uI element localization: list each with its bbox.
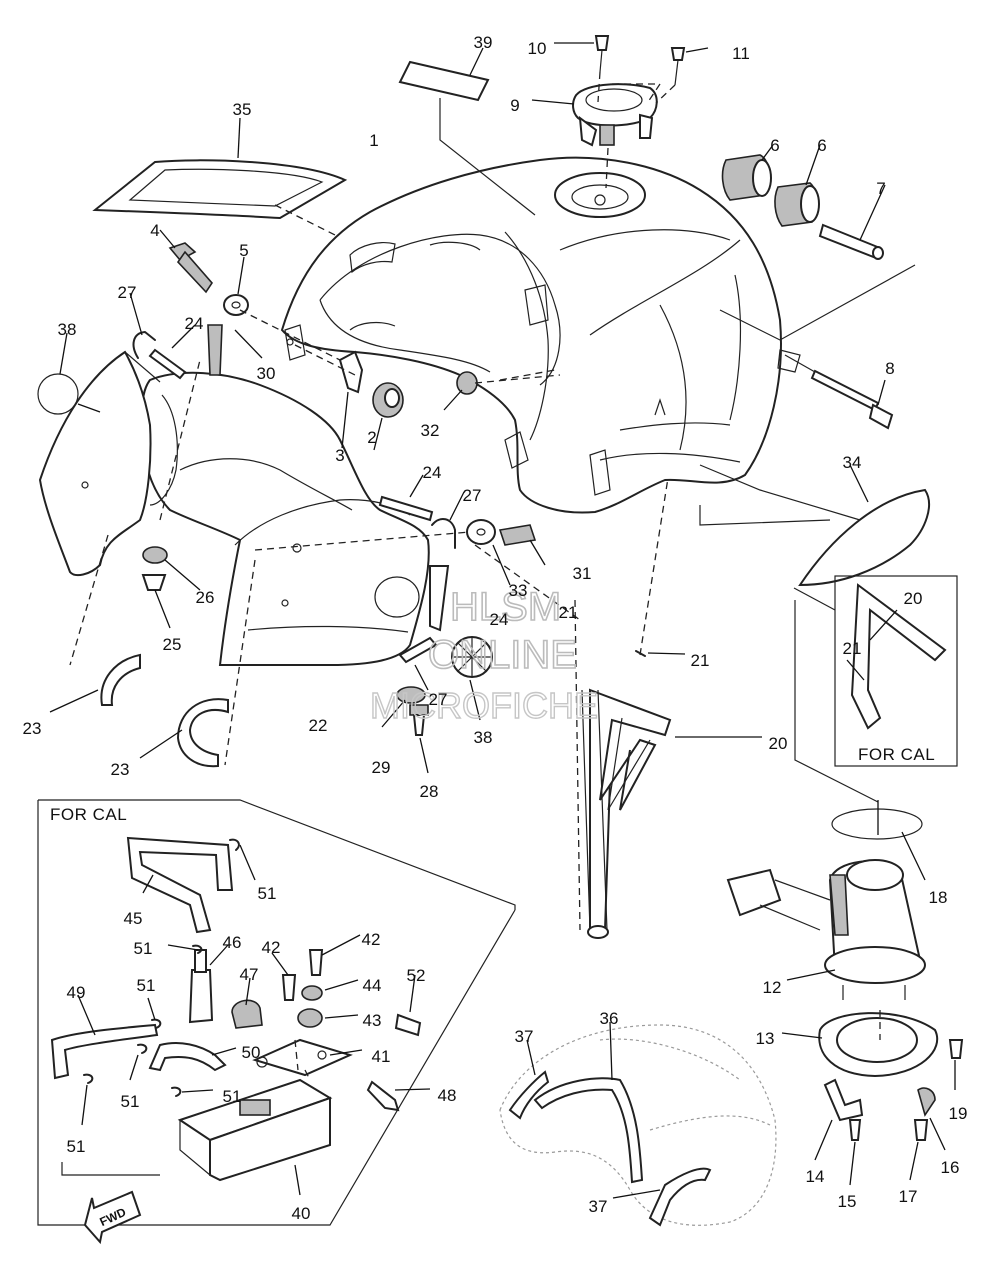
breather-hoses-20 (574, 477, 762, 939)
callout-27: 27 (118, 283, 137, 302)
watermark-line-3: MICROFICHE (370, 685, 598, 726)
callout-13: 13 (756, 1029, 775, 1048)
clamps-23 (49, 534, 256, 768)
callout-51: 51 (137, 976, 156, 995)
callout-20: 20 (769, 734, 788, 753)
decal-39 (398, 47, 536, 216)
callout-29: 29 (372, 758, 391, 777)
callout-19: 19 (949, 1104, 968, 1123)
callout-24: 24 (185, 314, 204, 333)
callout-27: 27 (463, 486, 482, 505)
callout-38: 38 (58, 320, 77, 339)
callout-51: 51 (258, 884, 277, 903)
watermark-line-1: HLSM (450, 585, 561, 629)
callout-21: 21 (691, 651, 710, 670)
callout-21: 21 (559, 603, 578, 622)
callout-18: 18 (929, 888, 948, 907)
callout-24: 24 (423, 463, 442, 482)
callout-7: 7 (876, 179, 885, 198)
callout-46: 46 (223, 933, 242, 952)
for-cal-label-top: FOR CAL (858, 745, 935, 764)
callout-16: 16 (941, 1158, 960, 1177)
callout-31: 31 (573, 564, 592, 583)
small-hardware-left (129, 229, 561, 451)
callout-39: 39 (474, 33, 493, 52)
callout-23: 23 (111, 760, 130, 779)
decal-34 (699, 464, 930, 587)
callout-51: 51 (134, 939, 153, 958)
left-side-cover (140, 371, 430, 666)
callout-32: 32 (421, 421, 440, 440)
callout-49: 49 (67, 983, 86, 1002)
callout-20: 20 (904, 589, 923, 608)
small-hardware-mid (141, 359, 581, 774)
callout-38: 38 (474, 728, 493, 747)
callout-3: 3 (335, 446, 344, 465)
callout-33: 33 (509, 581, 528, 600)
left-front-panel (38, 350, 161, 577)
callout-1: 1 (369, 131, 378, 150)
fuel-pump-assembly (726, 800, 964, 1186)
callout-6: 6 (817, 136, 826, 155)
callout-51: 51 (223, 1087, 242, 1106)
callout-4: 4 (150, 221, 159, 240)
callout-30: 30 (257, 364, 276, 383)
callout-37: 37 (589, 1197, 608, 1216)
callout-21: 21 (843, 639, 862, 658)
for-cal-canister-box (37, 799, 516, 1245)
fuel-tank (280, 156, 801, 514)
callout-37: 37 (515, 1027, 534, 1046)
callout-25: 25 (163, 635, 182, 654)
decal-disc-38 (37, 332, 101, 415)
callout-10: 10 (528, 39, 547, 58)
callout-17: 17 (899, 1187, 918, 1206)
fwd-arrow-icon (83, 1190, 142, 1245)
callout-41: 41 (372, 1047, 391, 1066)
watermark-line-2: ONLINE (428, 633, 577, 677)
callout-36: 36 (600, 1009, 619, 1028)
for-cal-inset-hose (793, 575, 958, 803)
callout-45: 45 (124, 909, 143, 928)
callout-50: 50 (242, 1043, 261, 1062)
for-cal-label-bottom: FOR CAL (50, 805, 127, 824)
callout-23: 23 (23, 719, 42, 738)
callout-34: 34 (843, 453, 862, 472)
callout-40: 40 (292, 1204, 311, 1223)
callout-8: 8 (885, 359, 894, 378)
callout-35: 35 (233, 100, 252, 119)
tank-cover-35 (92, 117, 348, 236)
dampers-6-and-pin-7 (719, 144, 916, 341)
callout-22: 22 (309, 716, 328, 735)
callout-2: 2 (367, 428, 376, 447)
callout-11: 11 (732, 44, 750, 63)
bolt-8 (784, 354, 894, 430)
callout-27: 27 (429, 690, 448, 709)
callout-15: 15 (838, 1192, 857, 1211)
callout-5: 5 (239, 241, 248, 260)
callout-14: 14 (806, 1167, 825, 1186)
callout-12: 12 (763, 978, 782, 997)
callout-9: 9 (510, 96, 519, 115)
callout-42: 42 (362, 930, 381, 949)
callout-51: 51 (67, 1137, 86, 1156)
callout-48: 48 (438, 1086, 457, 1105)
callout-52: 52 (407, 966, 426, 985)
callout-42: 42 (262, 938, 281, 957)
watermark: HLSM ONLINE MICROFICHE (369, 584, 598, 727)
callout-43: 43 (363, 1011, 382, 1030)
callout-51: 51 (121, 1092, 140, 1111)
callout-6: 6 (770, 136, 779, 155)
tank-outline-ghost (499, 1021, 777, 1227)
callout-26: 26 (196, 588, 215, 607)
callout-28: 28 (420, 782, 439, 801)
fuel-cap-assembly (531, 35, 709, 189)
callout-47: 47 (240, 965, 259, 984)
callout-44: 44 (363, 976, 382, 995)
callout-24: 24 (490, 610, 509, 629)
